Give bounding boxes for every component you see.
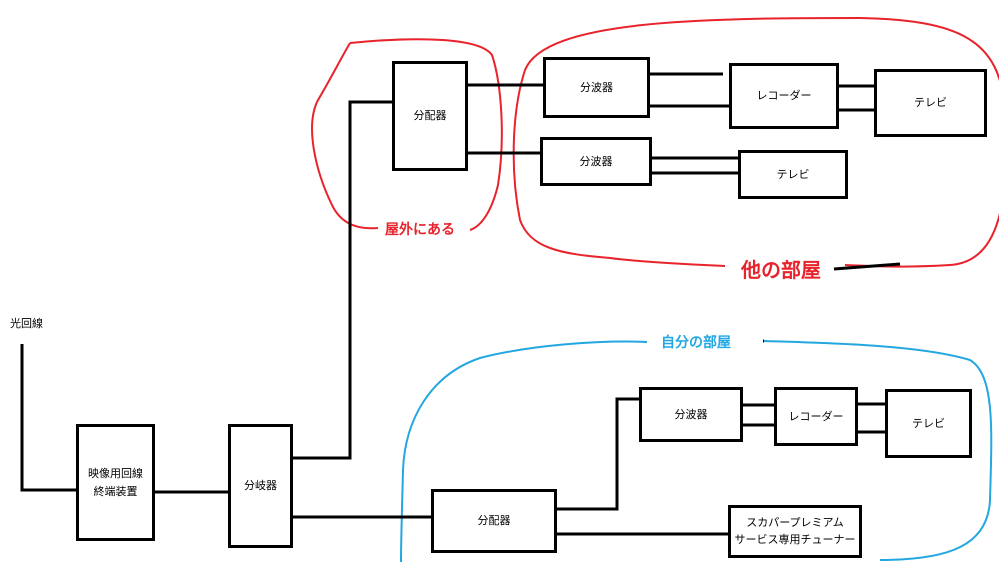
brancher-box: 分岐器 [228,424,293,548]
other-tv-1-label: テレビ [914,96,947,110]
my-room-label: 自分の部屋 [661,335,731,351]
my-recorder-box: レコーダー [774,387,858,446]
other-recorder-label: レコーダー [756,89,812,103]
other-tv-1-box: テレビ [874,69,987,137]
other-tv-2-box: テレビ [738,150,848,199]
other-wave-splitter-2-label: 分波器 [579,154,613,168]
cable-lines [20,72,901,536]
onu-line2: 終端装置 [93,484,138,498]
my-wave-splitter-label: 分波器 [674,407,708,421]
onu-line1: 映像用回線 [88,466,143,480]
outdoor-region-outline [311,38,503,231]
my-splitter-label: 分配器 [477,514,511,528]
other-wave-splitter-1-box: 分波器 [543,57,650,118]
outdoor-splitter-box: 分配器 [392,61,468,171]
cable-mysplitter-wave [555,397,641,511]
my-tv-label: テレビ [912,416,945,430]
cable-red-dash [833,262,901,271]
tuner-line2: サービス専用チューナー [734,532,856,546]
outdoor-splitter-label: 分配器 [413,109,447,123]
fiber-line-label: 光回線 [10,317,43,330]
onu-box: 映像用回線終端装置 [76,424,155,541]
my-wave-splitter-box: 分波器 [639,387,743,442]
other-wave-splitter-1-label: 分波器 [580,80,613,94]
my-tv-box: テレビ [885,389,972,458]
my-splitter-box: 分配器 [431,489,557,553]
other-recorder-box: レコーダー [729,63,839,129]
other-tv-2-label: テレビ [776,167,810,181]
my-room-region-outline [400,340,993,562]
tuner-line1: スカパープレミアム [746,516,844,529]
cable-fiber-input [20,344,78,492]
cable-brancher-outdoor [292,100,394,460]
skyperfect-tuner-box: スカパープレミアムサービス専用チューナー [728,505,862,558]
other-wave-splitter-2-box: 分波器 [540,137,652,186]
other-rooms-region-outline [512,16,999,268]
my-recorder-label: レコーダー [788,409,844,423]
outdoors-label: 屋外にある [385,222,455,238]
brancher-label: 分岐器 [244,479,277,493]
other-rooms-label: 他の部屋 [741,258,821,282]
